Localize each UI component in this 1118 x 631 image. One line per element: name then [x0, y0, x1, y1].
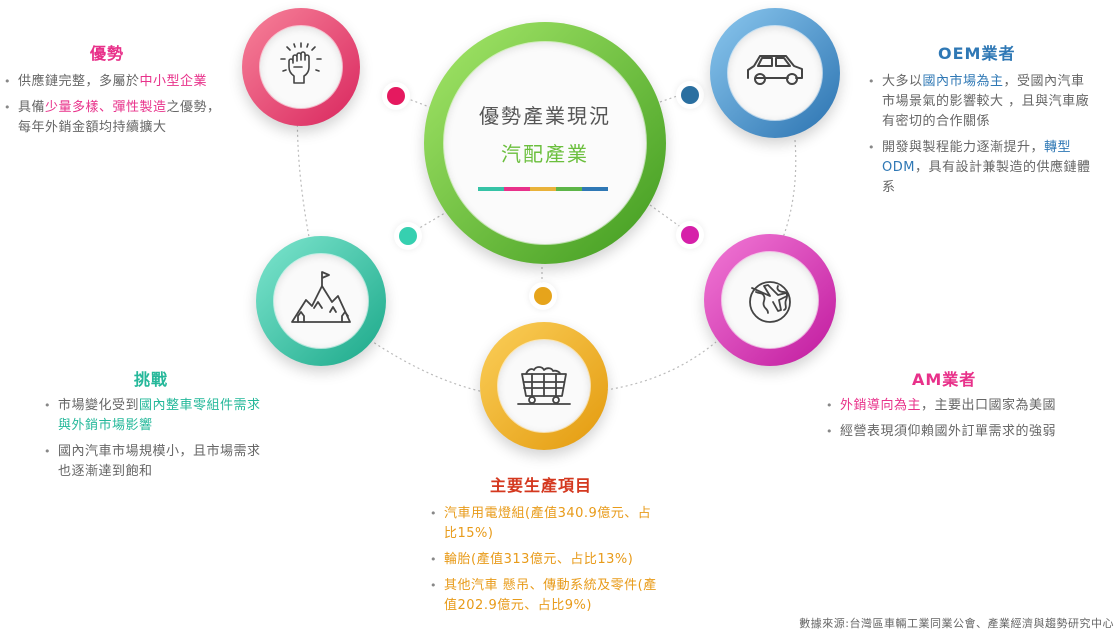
center-bar-segment	[530, 187, 556, 191]
advantage-heading: 優勢	[90, 44, 125, 63]
products-heading: 主要生產項目	[490, 476, 593, 495]
mountain-flag-icon	[291, 271, 351, 323]
dot-am	[681, 226, 699, 244]
source-note: 數據來源:台灣區車輛工業同業公會、產業經濟與趨勢研究中心	[799, 617, 1114, 630]
list-text-segment: 經營表現須仰賴國外訂單需求的強弱	[840, 424, 1057, 439]
center-color-bar	[478, 187, 608, 191]
connector-oem	[659, 94, 681, 103]
products-list: 汽車用電燈組(產值340.9億元、占比15%) 輪胎(產值313億元、占比13%)…	[430, 504, 660, 622]
challenge-heading: 挑戰	[134, 370, 169, 389]
list-text-segment: 中小型企業	[139, 74, 208, 89]
list-text-segment: ，受國內汽車市場景氣的影響較大 ，且與汽車廠有密切的合作關係	[882, 74, 1090, 129]
car-icon	[747, 55, 803, 85]
advantage-list: 供應鏈完整，多屬於中小型企業具備少量多樣、彈性製造之優勢，每年外銷金額均持續擴大	[4, 72, 222, 144]
dot-products	[534, 287, 552, 305]
list-text-segment: 其他汽車 懸吊、傳動系統及零件(產值202.9億元、占比9%)	[444, 578, 657, 613]
list-text-segment: 汽車用電燈組(產值340.9億元、占比15%)	[444, 506, 652, 541]
center-bar-segment	[504, 187, 530, 191]
list-text-segment: 供應鏈完整，多屬於	[18, 74, 140, 89]
advantage-node	[242, 8, 360, 126]
list-text-segment: 國內整車零組件需求與外銷市場影響	[58, 398, 261, 433]
center-bar-segment	[478, 187, 504, 191]
am-list: 外銷導向為主，主要出口國家為美國經營表現須仰賴國外訂單需求的強弱	[826, 396, 1096, 448]
raised-fist-icon	[280, 42, 322, 84]
center-bar-segment	[556, 187, 582, 191]
list-text-segment: ，具有設計兼製造的供應鏈體系	[882, 160, 1091, 195]
list-text-segment: 開發與製程能力逐漸提升，	[882, 140, 1045, 155]
list-text-segment: 國內市場為主	[922, 74, 1004, 89]
challenge-node	[256, 236, 386, 366]
list-text-segment: 大多以	[882, 74, 923, 89]
oem-heading: OEM業者	[938, 44, 1016, 63]
challenge-list: 市場變化受到國內整車零組件需求與外銷市場影響國內汽車市場規模小，且市場需求也逐漸…	[44, 396, 266, 488]
oem-list-item: 大多以國內市場為主，受國內汽車市場景氣的影響較大 ，且與汽車廠有密切的合作關係	[868, 72, 1092, 132]
dot-challenge	[399, 227, 417, 245]
dot-advantage	[387, 87, 405, 105]
orbit-arc-right	[771, 139, 797, 263]
products-list-item: 輪胎(產值313億元、占比13%)	[430, 550, 660, 570]
products-list-item: 其他汽車 懸吊、傳動系統及零件(產值202.9億元、占比9%)	[430, 576, 660, 616]
oem-list-item: 開發與製程能力逐漸提升，轉型ODM，具有設計兼製造的供應鏈體系	[868, 138, 1092, 198]
center-node	[424, 22, 666, 264]
orbit-arc-bottom-right	[605, 341, 717, 391]
products-list-item: 汽車用電燈組(產值340.9億元、占比15%)	[430, 504, 660, 544]
list-text-segment: 輪胎(產值313億元、占比13%)	[444, 552, 634, 567]
list-text-segment: 轉型ODM	[882, 140, 1072, 175]
am-node	[704, 234, 836, 366]
products-node	[480, 322, 608, 450]
connector-challenge	[415, 209, 451, 231]
advantage-list-item: 供應鏈完整，多屬於中小型企業	[4, 72, 222, 92]
dot-oem	[681, 86, 699, 104]
mine-cart-icon	[517, 366, 571, 405]
am-heading: AM業者	[912, 370, 977, 389]
challenge-list-item: 國內汽車市場規模小，且市場需求也逐漸達到飽和	[44, 442, 266, 482]
list-text-segment: 具備	[18, 100, 46, 115]
list-text-segment: 少量多樣、彈性製造	[45, 100, 167, 115]
am-list-item: 外銷導向為主，主要出口國家為美國	[826, 396, 1096, 416]
list-text-segment: 之優勢，每年外銷金額均持續擴大	[18, 100, 221, 135]
list-text-segment: 國內汽車市場規模小，且市場需求也逐漸達到飽和	[58, 444, 261, 479]
challenge-list-item: 市場變化受到國內整車零組件需求與外銷市場影響	[44, 396, 266, 436]
orbit-arc-bottom-left	[369, 339, 485, 393]
connector-am	[649, 204, 683, 229]
center-subtitle: 汽配產業	[501, 142, 589, 166]
list-text-segment: 市場變化受到	[58, 398, 140, 413]
list-text-segment: ，主要出口國家為美國	[921, 398, 1057, 413]
center-title: 優勢產業現況	[479, 104, 611, 128]
oem-list: 大多以國內市場為主，受國內汽車市場景氣的影響較大 ，且與汽車廠有密切的合作關係開…	[868, 72, 1092, 204]
list-text-segment: 外銷導向為主	[840, 398, 922, 413]
connector-advantage	[405, 97, 433, 109]
oem-node	[710, 8, 840, 138]
advantage-list-item: 具備少量多樣、彈性製造之優勢，每年外銷金額均持續擴大	[4, 98, 222, 138]
am-list-item: 經營表現須仰賴國外訂單需求的強弱	[826, 422, 1096, 442]
globe-plane-icon	[749, 281, 791, 323]
center-bar-segment	[582, 187, 608, 191]
